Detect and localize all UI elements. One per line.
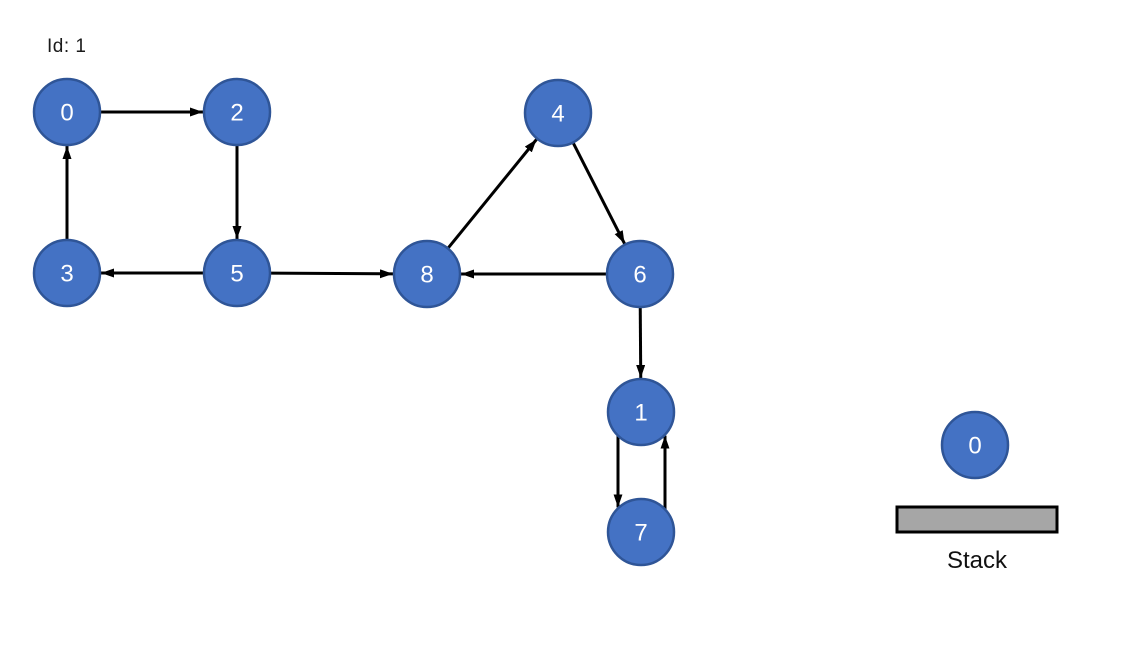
graph-node-8: 8 — [392, 239, 462, 309]
graph-node-circle-7 — [606, 497, 676, 567]
stack-node-0: 0 — [940, 410, 1010, 480]
graph-edge-8-4 — [446, 138, 538, 250]
graph-node-circle-6 — [605, 239, 675, 309]
graph-edge-4-6 — [571, 141, 626, 245]
graph-node-7: 7 — [606, 497, 676, 567]
graph-node-6: 6 — [605, 239, 675, 309]
graph-node-label-0: 0 — [60, 100, 73, 127]
graph-node-label-2: 2 — [230, 100, 243, 127]
graph-node-circle-3 — [32, 238, 102, 308]
graph-node-circle-1 — [606, 377, 676, 447]
graph-node-circle-8 — [392, 239, 462, 309]
stack-base — [895, 505, 1059, 534]
graph-node-label-7: 7 — [634, 520, 647, 547]
graph-node-2: 2 — [202, 77, 272, 147]
graph-node-label-6: 6 — [633, 262, 646, 289]
graph-edge-5-8 — [269, 269, 394, 279]
graph-node-1: 1 — [606, 377, 676, 447]
graph-node-label-8: 8 — [420, 262, 433, 289]
graph-edge-6-1 — [636, 306, 646, 379]
graph-node-label-1: 1 — [634, 400, 647, 427]
graph-node-circle-5 — [202, 238, 272, 308]
stack-node-label-0: 0 — [968, 433, 981, 460]
graph-node-4: 4 — [523, 78, 593, 148]
stack-label: Stack — [946, 547, 1008, 574]
graph-node-label-3: 3 — [60, 261, 73, 288]
graph-node-label-5: 5 — [230, 261, 243, 288]
traversal-id-label: Id: 1 — [47, 36, 87, 57]
graph-node-3: 3 — [32, 238, 102, 308]
graph-node-0: 0 — [32, 77, 102, 147]
graph-node-circle-2 — [202, 77, 272, 147]
graph-node-circle-4 — [523, 78, 593, 148]
graph-node-5: 5 — [202, 238, 272, 308]
graph-node-label-4: 4 — [551, 101, 564, 128]
stack-node-circle-0 — [940, 410, 1010, 480]
graph-node-circle-0 — [32, 77, 102, 147]
